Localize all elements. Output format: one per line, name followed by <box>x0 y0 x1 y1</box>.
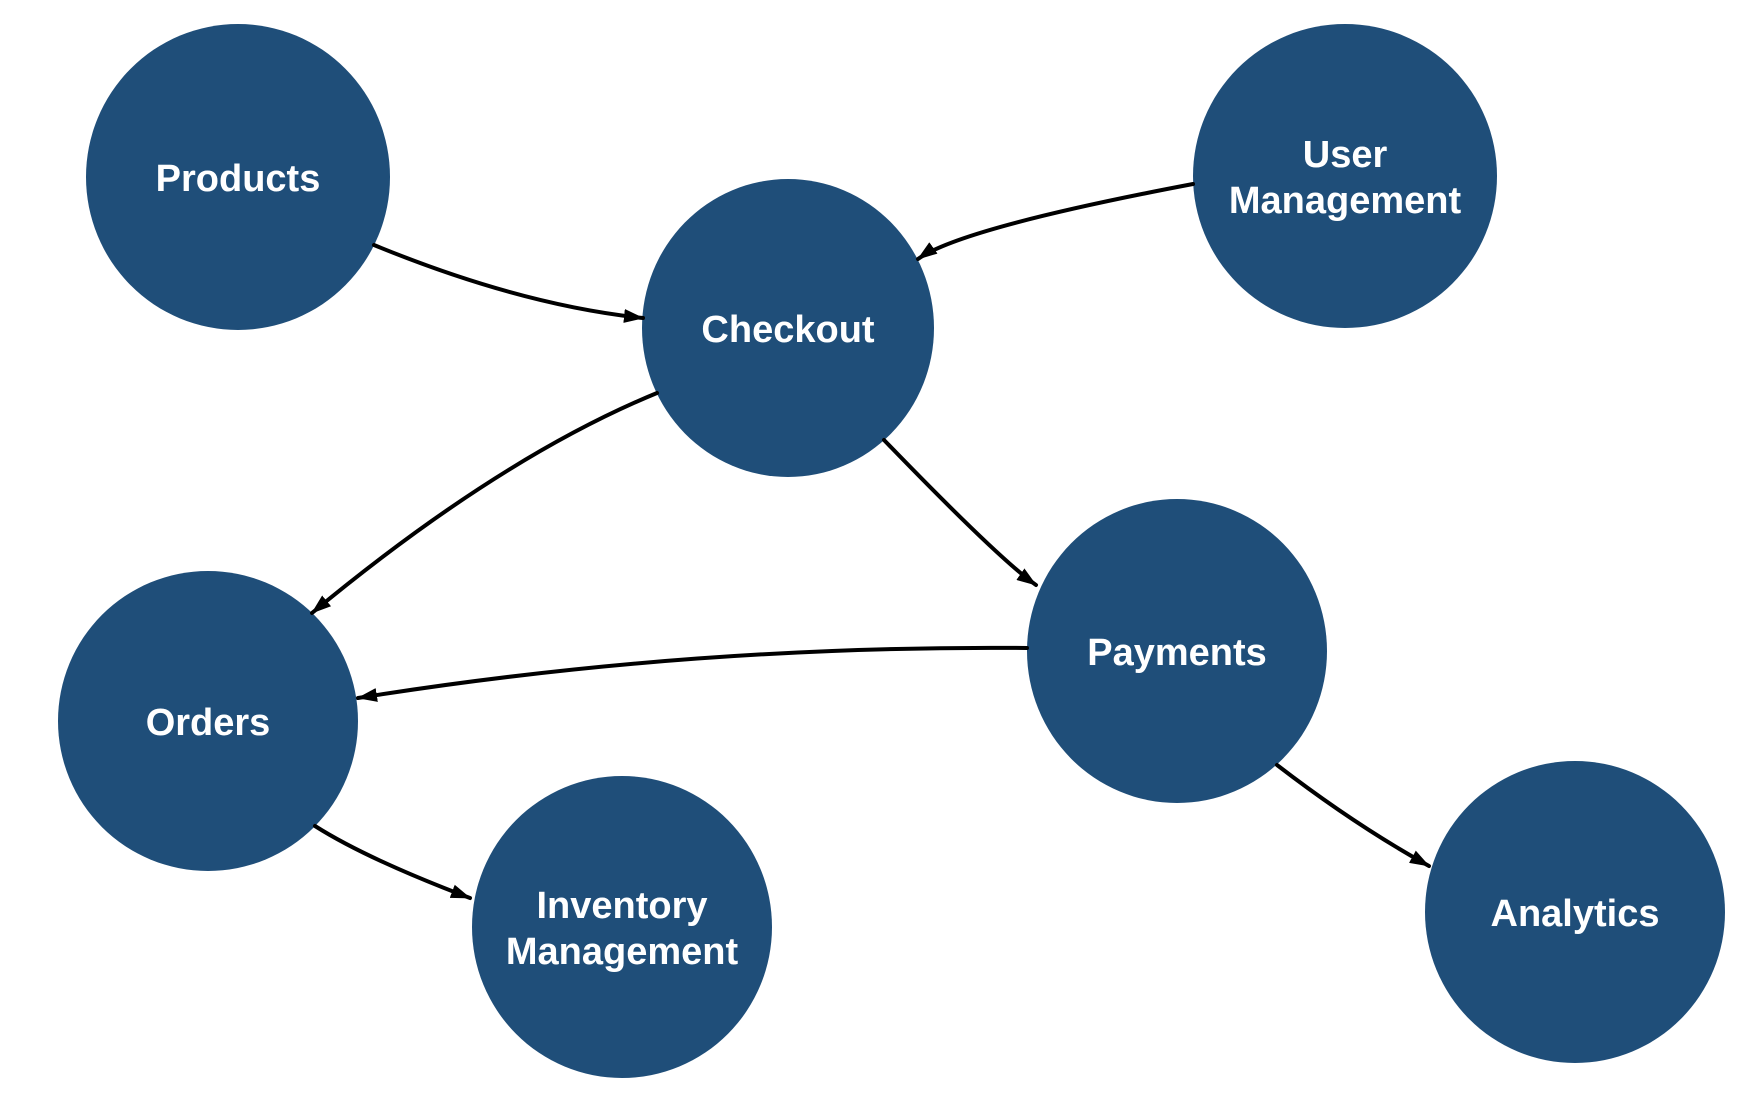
node-circle-orders <box>58 571 358 871</box>
node-orders: Orders <box>58 571 358 871</box>
node-label-line: Management <box>506 931 739 973</box>
node-label-orders: Orders <box>146 702 271 744</box>
node-label-line: Payments <box>1087 632 1267 674</box>
node-label-analytics: Analytics <box>1491 893 1660 935</box>
node-circle-analytics <box>1425 761 1725 1063</box>
node-label-line: User <box>1303 134 1388 176</box>
node-label-line: Checkout <box>701 309 874 351</box>
node-circle-checkout <box>642 179 934 477</box>
edge-payments-to-orders <box>356 645 1029 702</box>
node-circle-payments <box>1027 499 1327 803</box>
edge-user-management-to-checkout <box>916 182 1195 261</box>
node-circle-user-management <box>1193 24 1497 328</box>
edge-checkout-to-payments <box>882 438 1038 587</box>
edge-orders-to-inventory-management <box>313 824 472 900</box>
node-label-products: Products <box>156 158 321 200</box>
node-analytics: Analytics <box>1425 761 1725 1063</box>
node-circle-products <box>86 24 390 330</box>
node-label-line: Management <box>1229 180 1462 222</box>
edges-layer <box>310 182 1431 900</box>
node-label-line: Products <box>156 158 321 200</box>
node-circle-inventory-management <box>472 776 772 1078</box>
node-products: Products <box>86 24 390 330</box>
node-label-line: Analytics <box>1491 893 1660 935</box>
node-label-payments: Payments <box>1087 632 1267 674</box>
node-label-checkout: Checkout <box>701 309 874 351</box>
edge-checkout-to-orders <box>310 391 659 615</box>
edge-products-to-checkout <box>372 243 645 323</box>
node-label-line: Orders <box>146 702 271 744</box>
node-checkout: Checkout <box>642 179 934 477</box>
edge-payments-to-analytics <box>1275 763 1431 868</box>
node-payments: Payments <box>1027 499 1327 803</box>
node-label-line: Inventory <box>536 885 707 927</box>
